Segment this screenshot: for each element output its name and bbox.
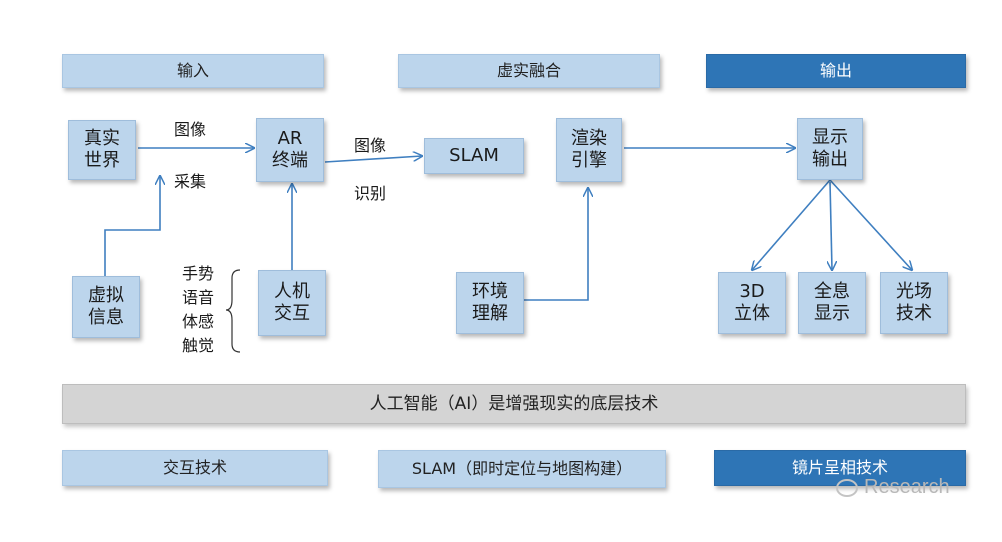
interaction-bracket: [225, 269, 241, 353]
label-collect: 采集: [174, 172, 207, 191]
ai-foundation-bar: 人工智能（AI）是增强现实的底层技术: [62, 384, 966, 424]
mode-gesture: 手势: [182, 264, 215, 283]
node-hci: 人机 交互: [258, 270, 326, 336]
footer-slam: SLAM（即时定位与地图构建）: [378, 450, 666, 488]
header-input: 输入: [62, 54, 324, 88]
node-display-output: 显示 输出: [797, 118, 863, 180]
watermark-text: Research: [864, 476, 950, 498]
node-real-world: 真实 世界: [68, 120, 136, 180]
arrow-display-to-3d: [752, 179, 831, 270]
node-light-field: 光场 技术: [880, 272, 948, 334]
wechat-icon: [836, 478, 858, 497]
watermark: Research: [836, 476, 950, 499]
mode-motion: 体感: [182, 312, 215, 331]
label-image-2: 图像: [354, 136, 387, 155]
node-env-understanding: 环境 理解: [456, 272, 524, 334]
label-image: 图像: [174, 120, 207, 139]
node-ar-terminal: AR 终端: [256, 118, 324, 182]
node-holographic: 全息 显示: [798, 272, 866, 334]
arrow-display-to-lightfield: [829, 179, 912, 270]
node-3d-stereo: 3D 立体: [718, 272, 786, 334]
footer-interaction-tech: 交互技术: [62, 450, 328, 486]
arrow-ar-to-slam: [324, 156, 422, 163]
node-render-engine: 渲染 引擎: [556, 118, 622, 182]
mode-voice: 语音: [182, 288, 215, 307]
header-output: 输出: [706, 54, 966, 88]
arrow-display-to-holo: [830, 181, 832, 270]
interaction-modes-list: 手势 语音 体感 触觉: [182, 262, 214, 358]
node-slam: SLAM: [424, 138, 524, 174]
header-fusion: 虚实融合: [398, 54, 660, 88]
node-virtual-info: 虚拟 信息: [72, 276, 140, 338]
arrow-virtual-to-collect: [104, 176, 160, 276]
mode-touch: 触觉: [182, 336, 215, 355]
label-recognize: 识别: [354, 184, 387, 203]
arrow-env-to-render: [524, 188, 588, 301]
